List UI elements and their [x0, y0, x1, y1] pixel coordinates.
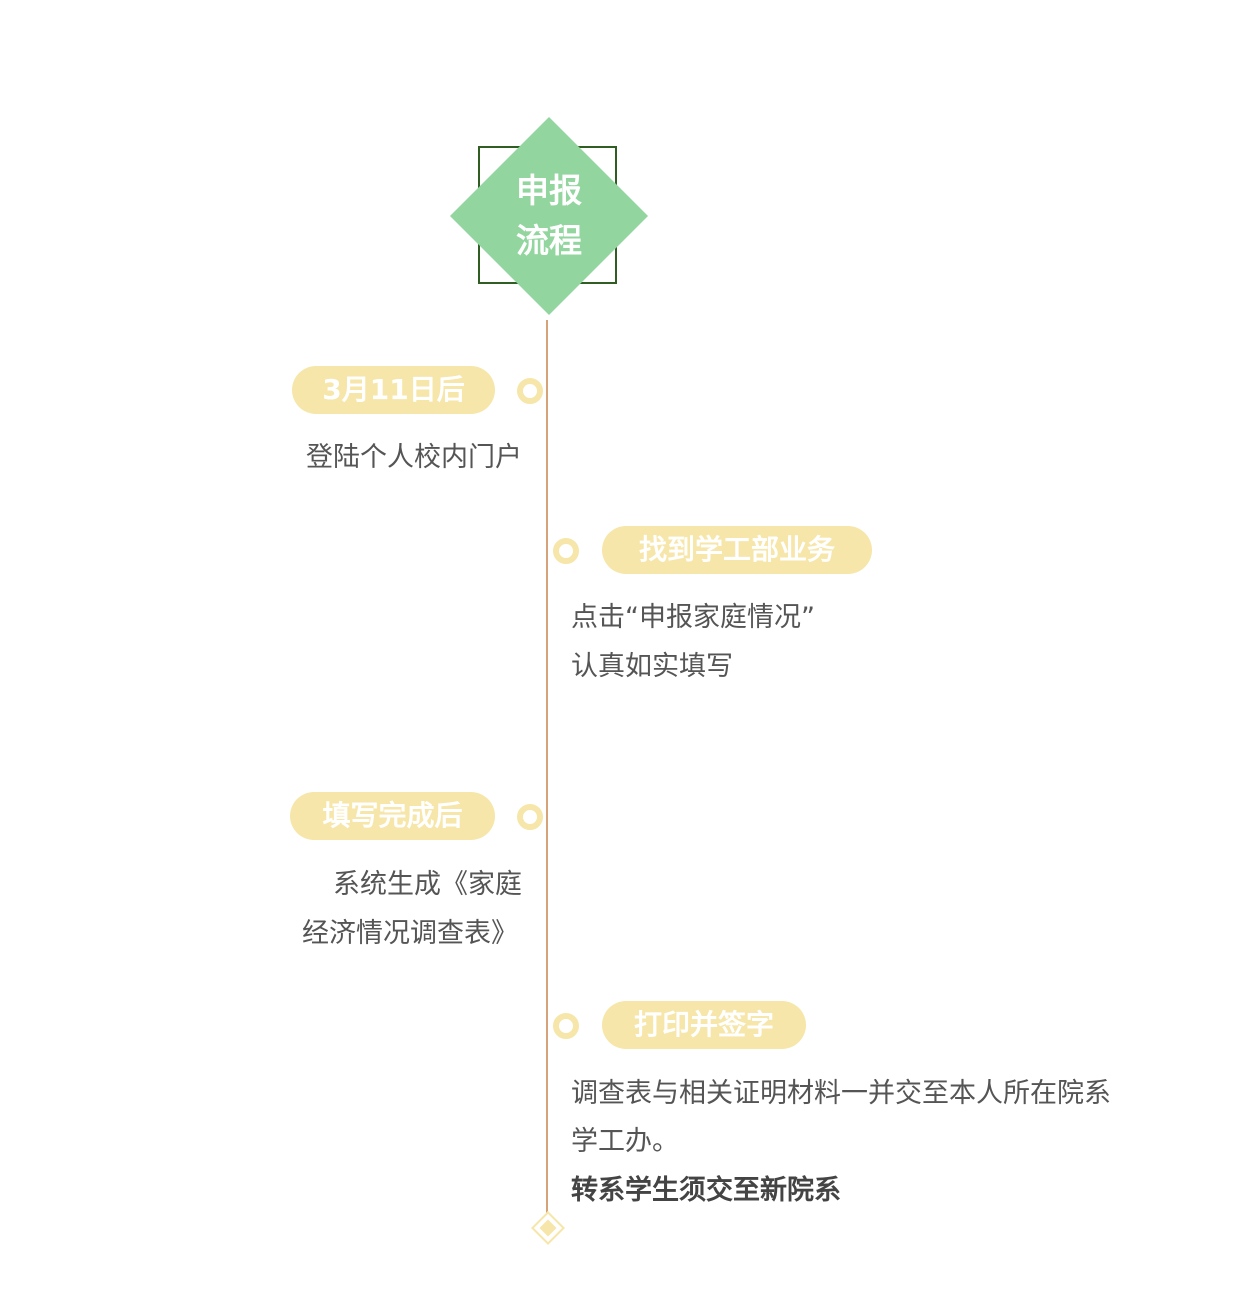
diagram-title: 申报 流程 [479, 166, 619, 266]
step-4-label: 打印并签字 [602, 1001, 806, 1049]
step-3-label: 填写完成后 [290, 792, 495, 840]
step-2-label: 找到学工部业务 [602, 526, 872, 574]
step-4-emphasis: 转系学生须交至新院系 [571, 1175, 841, 1206]
step-4-text-2: 学工办。 [571, 1126, 679, 1157]
step-3-dot [517, 804, 543, 830]
title-line-2: 流程 [516, 221, 582, 260]
title-line-1: 申报 [516, 171, 582, 210]
step-2-text-2: 认真如实填写 [571, 651, 733, 682]
step-4-dot [553, 1013, 579, 1039]
step-4-text-1: 调查表与相关证明材料一并交至本人所在院系 [571, 1078, 1111, 1109]
timeline-axis [546, 320, 548, 1215]
step-2-text-1: 点击“申报家庭情况” [571, 602, 815, 633]
step-2-dot [553, 538, 579, 564]
step-3-text-2: 经济情况调查表》 [302, 918, 518, 949]
timeline-end-diamond-icon [531, 1211, 565, 1245]
step-1-text: 登陆个人校内门户 [306, 442, 522, 473]
step-1-label: 3月11日后 [292, 366, 495, 414]
step-3-text-1: 系统生成《家庭 [333, 869, 522, 900]
step-1-dot [517, 378, 543, 404]
